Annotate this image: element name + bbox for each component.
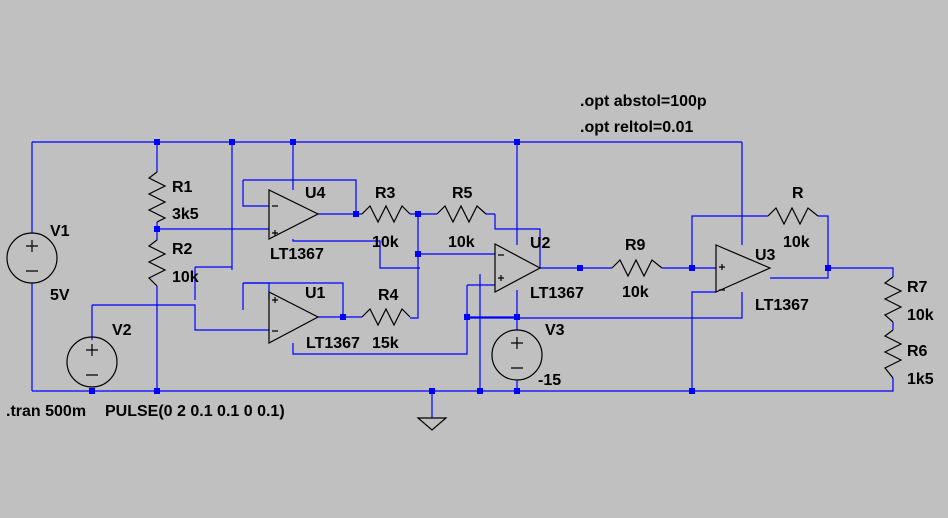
label-r7-value: 10k bbox=[907, 307, 934, 324]
label-r5-name: R5 bbox=[452, 185, 473, 202]
label-r9-name: R9 bbox=[625, 237, 646, 254]
ground-icon bbox=[416, 417, 448, 431]
label-v2-name: V2 bbox=[112, 322, 132, 339]
directive-abstol: .opt abstol=100p bbox=[580, 93, 707, 110]
opamp-u4[interactable] bbox=[268, 189, 320, 240]
label-u3-model: LT1367 bbox=[755, 297, 809, 314]
junction-nodes bbox=[89, 139, 831, 394]
opamp-u1[interactable] bbox=[268, 291, 320, 344]
label-r1-value: 3k5 bbox=[172, 206, 199, 223]
resistor-r[interactable] bbox=[767, 206, 819, 226]
voltage-source-v2[interactable] bbox=[66, 336, 118, 388]
label-r4-value: 15k bbox=[372, 335, 399, 352]
label-r4-name: R4 bbox=[378, 287, 399, 304]
label-u4-model: LT1367 bbox=[270, 246, 324, 263]
label-r9-value: 10k bbox=[622, 284, 649, 301]
label-u1-model: LT1367 bbox=[306, 335, 360, 352]
resistor-r5[interactable] bbox=[436, 204, 487, 224]
voltage-source-v1[interactable] bbox=[6, 232, 58, 284]
resistor-r4[interactable] bbox=[361, 307, 411, 327]
label-r7-name: R7 bbox=[907, 279, 928, 296]
label-r1-name: R1 bbox=[172, 179, 193, 196]
resistor-r3[interactable] bbox=[361, 204, 411, 224]
label-r6-value: 1k5 bbox=[907, 371, 934, 388]
resistor-r1[interactable] bbox=[147, 171, 167, 223]
opamp-u3[interactable] bbox=[715, 244, 772, 293]
label-v1-name: V1 bbox=[50, 223, 70, 240]
label-r5-value: 10k bbox=[448, 234, 475, 251]
resistor-r9[interactable] bbox=[611, 258, 663, 278]
label-v3-name: V3 bbox=[545, 322, 565, 339]
label-r2-name: R2 bbox=[172, 241, 193, 258]
label-v2-value: PULSE(0 2 0.1 0.1 0 0.1) bbox=[105, 403, 285, 420]
label-u2-name: U2 bbox=[530, 235, 551, 252]
label-r-value: 10k bbox=[783, 234, 810, 251]
directive-tran: .tran 500m bbox=[6, 403, 86, 420]
label-r2-value: 10k bbox=[172, 269, 199, 286]
label-v3-value: -15 bbox=[538, 372, 561, 389]
voltage-source-v3[interactable] bbox=[491, 329, 543, 381]
label-v1-value: 5V bbox=[50, 287, 70, 304]
labels: .opt abstol=100p .opt reltol=0.01 .tran … bbox=[6, 93, 934, 420]
label-r6-name: R6 bbox=[907, 343, 928, 360]
resistor-r6[interactable] bbox=[883, 329, 903, 379]
wires bbox=[31, 141, 894, 418]
components bbox=[6, 171, 903, 431]
label-u3-name: U3 bbox=[755, 247, 776, 264]
label-r-name: R bbox=[792, 185, 804, 202]
directive-reltol: .opt reltol=0.01 bbox=[580, 119, 693, 136]
resistor-r2[interactable] bbox=[147, 239, 167, 287]
label-r3-value: 10k bbox=[372, 234, 399, 251]
label-u2-model: LT1367 bbox=[530, 285, 584, 302]
resistor-r7[interactable] bbox=[883, 276, 903, 323]
opamp-u2[interactable] bbox=[494, 243, 542, 293]
label-u1-name: U1 bbox=[305, 285, 326, 302]
label-r3-name: R3 bbox=[375, 185, 396, 202]
label-u4-name: U4 bbox=[305, 185, 326, 202]
